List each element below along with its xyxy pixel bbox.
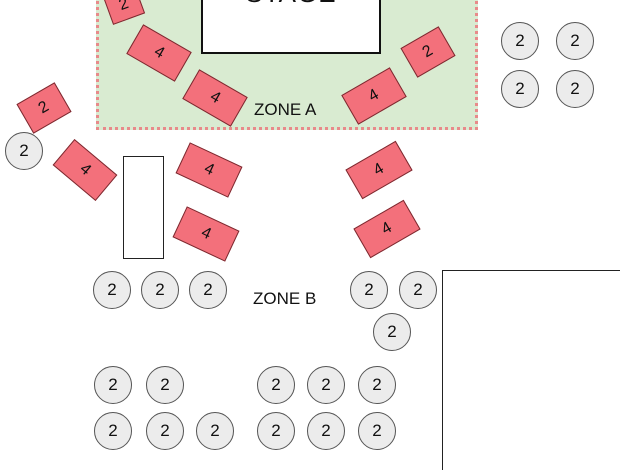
stage-label: STAGE — [203, 0, 379, 9]
seat-table-22[interactable]: 2 — [196, 412, 234, 450]
bar-wall — [442, 270, 620, 470]
table-b2[interactable]: 4 — [52, 138, 118, 202]
seat-table-16[interactable]: 2 — [358, 366, 396, 404]
table-b3[interactable]: 4 — [175, 142, 243, 198]
table-b1[interactable]: 2 — [16, 82, 72, 134]
seat-table-12[interactable]: 2 — [94, 366, 132, 404]
service-table[interactable] — [123, 156, 164, 259]
seat-table-3[interactable]: 2 — [501, 70, 539, 108]
seat-table-21[interactable]: 2 — [257, 412, 295, 450]
seat-table-6[interactable]: 2 — [93, 271, 131, 309]
seat-table-1[interactable]: 2 — [501, 22, 539, 60]
seat-table-11[interactable]: 2 — [373, 313, 411, 351]
seat-table-10[interactable]: 2 — [399, 271, 437, 309]
seat-table-13[interactable]: 2 — [146, 366, 184, 404]
seat-table-20[interactable]: 2 — [94, 412, 132, 450]
seat-table-4[interactable]: 2 — [556, 70, 594, 108]
table-b6[interactable]: 4 — [353, 199, 421, 259]
seat-table-7[interactable]: 2 — [141, 271, 179, 309]
seat-table-19[interactable]: 2 — [358, 412, 396, 450]
seat-table-17[interactable]: 2 — [146, 412, 184, 450]
stage[interactable]: STAGE — [201, 0, 381, 54]
seat-table-8[interactable]: 2 — [189, 271, 227, 309]
zone-b-label: ZONE B — [253, 289, 317, 308]
seat-table-14[interactable]: 2 — [257, 366, 295, 404]
zone-a-label: ZONE A — [254, 100, 317, 119]
seat-table-9[interactable]: 2 — [350, 271, 388, 309]
table-b5[interactable]: 4 — [345, 140, 413, 200]
table-b4[interactable]: 4 — [172, 206, 240, 262]
seat-table-18[interactable]: 2 — [307, 412, 345, 450]
seat-table-15[interactable]: 2 — [307, 366, 345, 404]
floor-plan: STAGE ZONE A ZONE B 2 4 4 4 2 2 4 4 4 4 … — [5, 0, 620, 470]
seat-table-5[interactable]: 2 — [5, 132, 43, 170]
seat-table-2[interactable]: 2 — [556, 22, 594, 60]
